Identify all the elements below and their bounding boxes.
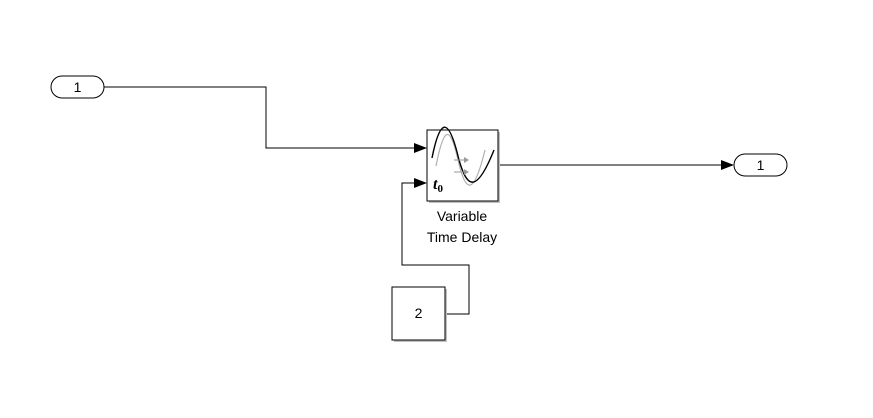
outport-label: 1 [757, 157, 765, 173]
arrowhead-outport [721, 160, 734, 170]
inport-label: 1 [74, 79, 82, 95]
arrowhead-delay-input-2 [414, 178, 427, 188]
waveform-icon [431, 126, 495, 186]
arrowhead-delay-input-1 [414, 143, 427, 153]
arrowheads [414, 143, 734, 188]
t0-subscript: 0 [437, 183, 443, 195]
constant-block-body [391, 286, 446, 341]
constant-block[interactable]: 2 [391, 286, 447, 342]
variable-time-delay-block[interactable]: t0 [426, 126, 500, 203]
delay-block-label-line2: Time Delay [427, 229, 497, 245]
constant-value: 2 [415, 305, 423, 321]
inport-shape [50, 75, 105, 99]
outport-block[interactable]: 1 [733, 153, 788, 177]
inport-block[interactable]: 1 [50, 75, 105, 99]
signal-lines [104, 86, 721, 315]
outport-shape [733, 153, 788, 177]
signal-line-inport-to-delay[interactable] [104, 86, 414, 149]
delay-block-body [426, 129, 499, 202]
delayed-wave-primary [431, 126, 495, 183]
t0-icon: t0 [433, 176, 443, 195]
signal-line-constant-to-delay[interactable] [401, 182, 470, 315]
t0-symbol: t [433, 176, 438, 193]
delay-block-label-line1: Variable [437, 208, 488, 224]
